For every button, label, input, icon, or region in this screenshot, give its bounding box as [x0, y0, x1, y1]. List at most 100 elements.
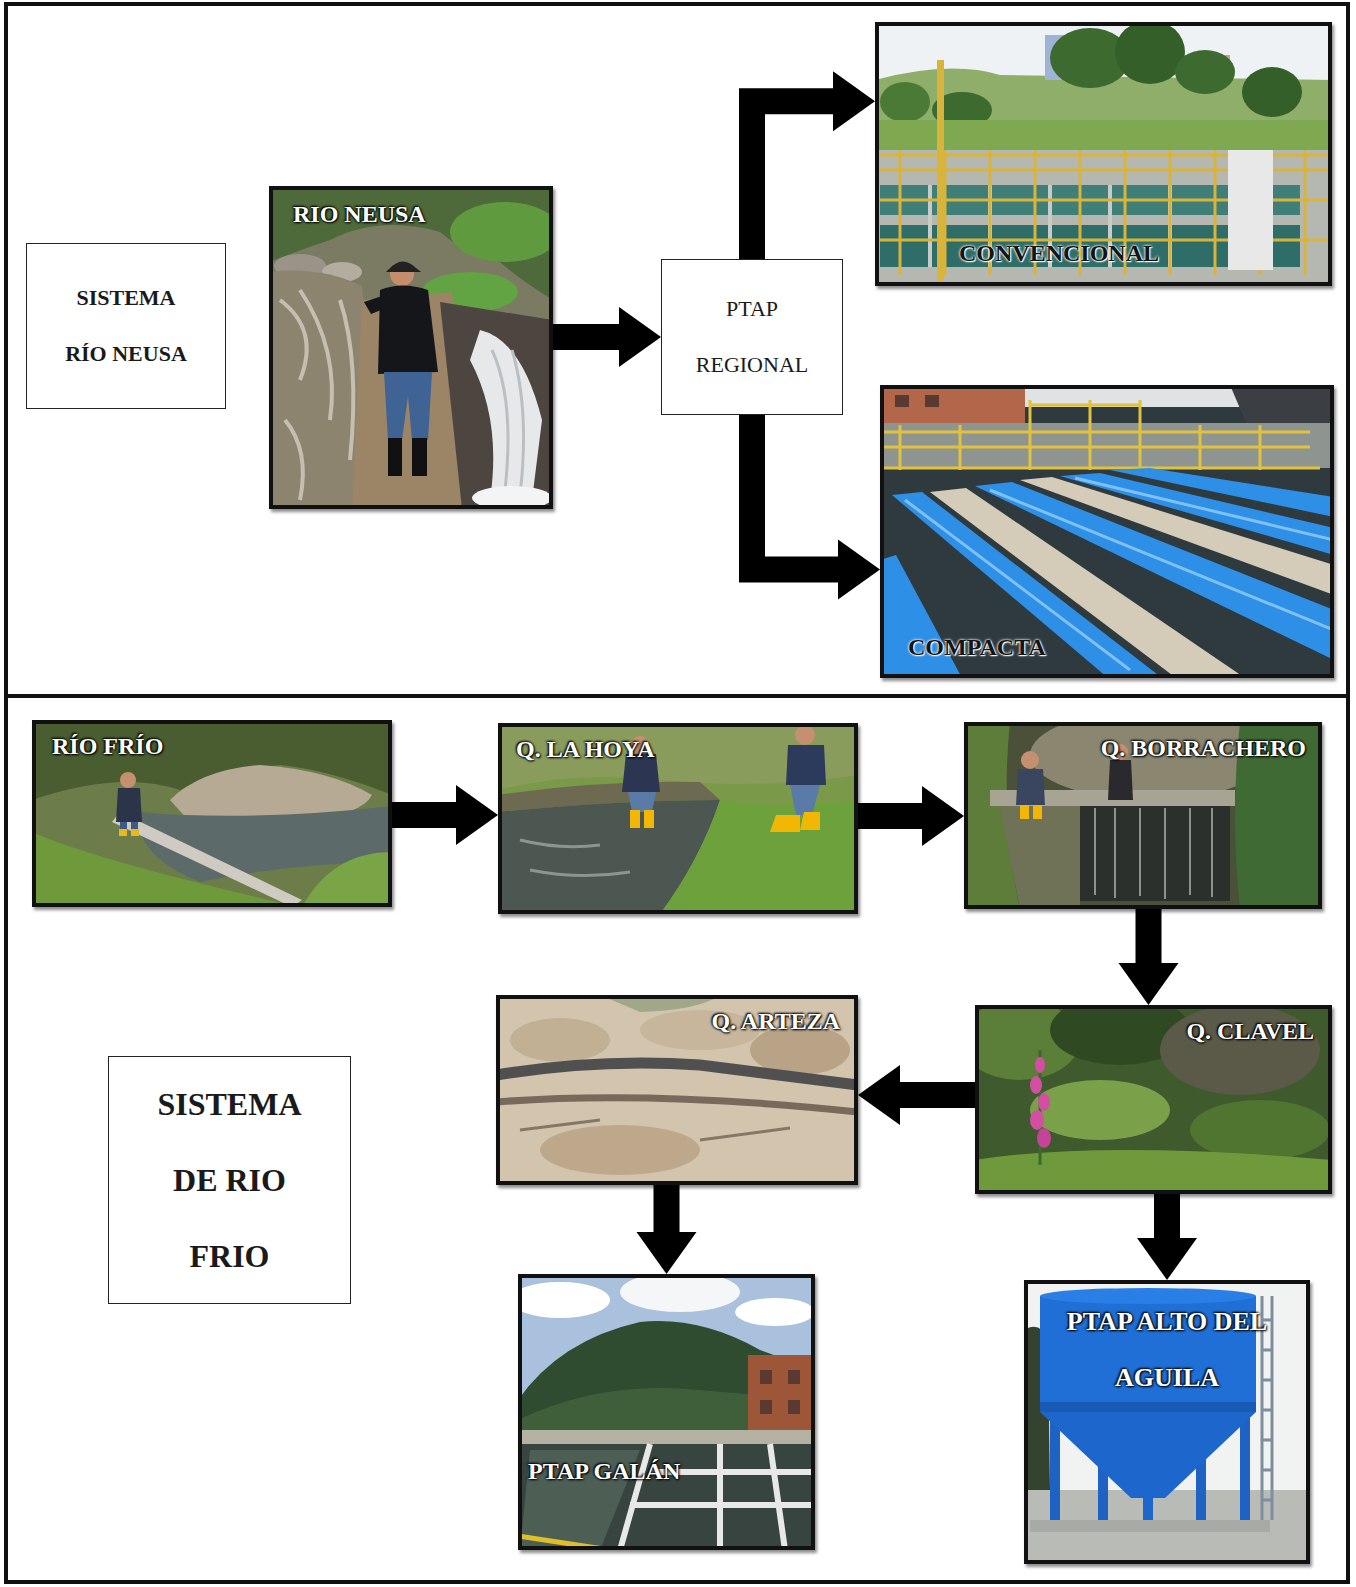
flow-arrow	[900, 1082, 975, 1108]
stream-photo	[1030, 1076, 1042, 1094]
stream-photo	[498, 723, 858, 914]
plant-photo	[900, 400, 1260, 470]
tank-photo	[1040, 1412, 1256, 1498]
plant-photo	[880, 82, 930, 122]
plant-photo	[735, 1298, 815, 1326]
river-photo	[302, 852, 392, 907]
stream-photo	[1160, 1005, 1320, 1095]
plant-photo	[880, 385, 1025, 423]
plant-photo	[925, 395, 939, 407]
system-box: SISTEMA DE RIO FRIO	[108, 1056, 351, 1304]
river-photo	[492, 350, 524, 495]
stream-photo	[795, 725, 815, 745]
tank-photo	[1030, 1520, 1270, 1532]
plant-photo	[880, 423, 1334, 468]
stream-photo	[496, 995, 858, 1185]
stream-photo	[1038, 1093, 1050, 1111]
plant-photo	[518, 1444, 815, 1550]
river-photo	[386, 261, 421, 272]
stream-photo	[1030, 1080, 1170, 1140]
flow-arrow	[654, 1185, 680, 1232]
plant-photo	[760, 1400, 772, 1414]
river-photo	[440, 302, 553, 509]
plant-box: PTAP REGIONAL	[661, 259, 843, 415]
stream-photo	[498, 723, 858, 914]
river-photo	[269, 186, 553, 509]
plant-photo	[760, 1370, 772, 1384]
box-label: SISTEMA RÍO NEUSA	[61, 270, 191, 382]
photo-label: CONVENCIONAL	[959, 239, 1159, 268]
stream-photo	[786, 745, 826, 785]
river-photo	[116, 788, 142, 822]
stream-photo	[660, 800, 858, 914]
stream-photo	[1016, 769, 1045, 805]
stream-photo	[964, 722, 1322, 909]
stream-photo	[975, 1005, 1332, 1194]
stream-photo	[1033, 805, 1042, 819]
photo-node: CONVENCIONAL	[875, 22, 1332, 286]
panel-frame	[6, 4, 1348, 696]
stream-photo	[964, 722, 1322, 909]
river-photo	[120, 772, 136, 788]
photo-label: Q. CLAVEL	[1186, 1017, 1314, 1046]
panel-frame	[6, 4, 1348, 1582]
stream-photo	[1190, 1100, 1330, 1160]
photo-node: RIO NEUSA	[269, 186, 553, 509]
flow-arrow	[752, 101, 833, 259]
photo-label: PTAP ALTO DEL AGUILA	[1047, 1294, 1287, 1406]
photo-node: PTAP GALÁN	[518, 1274, 815, 1550]
plant-photo	[1115, 22, 1185, 84]
river-photo	[32, 720, 392, 907]
photo-node: RÍO FRÍO	[32, 720, 392, 907]
flow-arrow	[392, 802, 456, 828]
plant-photo	[518, 1430, 815, 1444]
plant-photo	[875, 22, 1332, 286]
flow-arrow	[752, 415, 838, 570]
river-photo	[32, 720, 392, 907]
plant-photo	[880, 385, 1334, 678]
tank-photo	[1040, 1402, 1256, 1412]
stream-photo	[790, 785, 820, 815]
river-photo	[119, 829, 127, 836]
plant-photo	[880, 432, 1320, 468]
photo-label: Q. LA HOYA	[516, 735, 654, 764]
photo-label: Q. BORRACHERO	[1101, 734, 1306, 763]
river-photo	[450, 202, 553, 262]
stream-photo	[1108, 760, 1133, 800]
stream-photo	[496, 995, 858, 1185]
plant-photo	[788, 1370, 800, 1384]
river-photo	[384, 372, 432, 440]
stream-photo	[800, 812, 820, 830]
photo-node: COMPACTA	[880, 385, 1334, 678]
plant-photo	[518, 1274, 815, 1550]
stream-photo	[1080, 806, 1230, 901]
flow-arrow	[553, 324, 619, 350]
stream-photo	[628, 792, 656, 812]
river-photo	[112, 812, 302, 907]
photo-label: PTAP GALÁN	[528, 1457, 680, 1486]
tank-photo	[1040, 1288, 1256, 1304]
stream-photo	[520, 840, 630, 876]
plant-photo	[1175, 50, 1235, 94]
river-photo	[388, 438, 402, 476]
stream-photo	[1000, 806, 1080, 909]
plant-photo	[895, 395, 909, 407]
river-photo	[378, 286, 438, 375]
river-photo	[470, 330, 542, 500]
stream-photo	[496, 995, 858, 1185]
stream-photo	[1030, 1110, 1044, 1130]
photo-node: Q. BORRACHERO	[964, 722, 1322, 909]
photo-node: Q. ARTEZA	[496, 995, 858, 1185]
stream-photo	[770, 815, 800, 832]
plant-photo	[875, 22, 1332, 286]
photo-node: Q. LA HOYA	[498, 723, 858, 914]
plant-photo	[1228, 150, 1273, 270]
tank-photo	[1024, 1280, 1310, 1564]
stream-photo	[1020, 805, 1029, 819]
flow-arrow	[858, 803, 922, 829]
photo-label: COMPACTA	[908, 633, 1046, 662]
tank-photo	[1024, 1280, 1310, 1564]
panel-frame	[6, 696, 1348, 1582]
